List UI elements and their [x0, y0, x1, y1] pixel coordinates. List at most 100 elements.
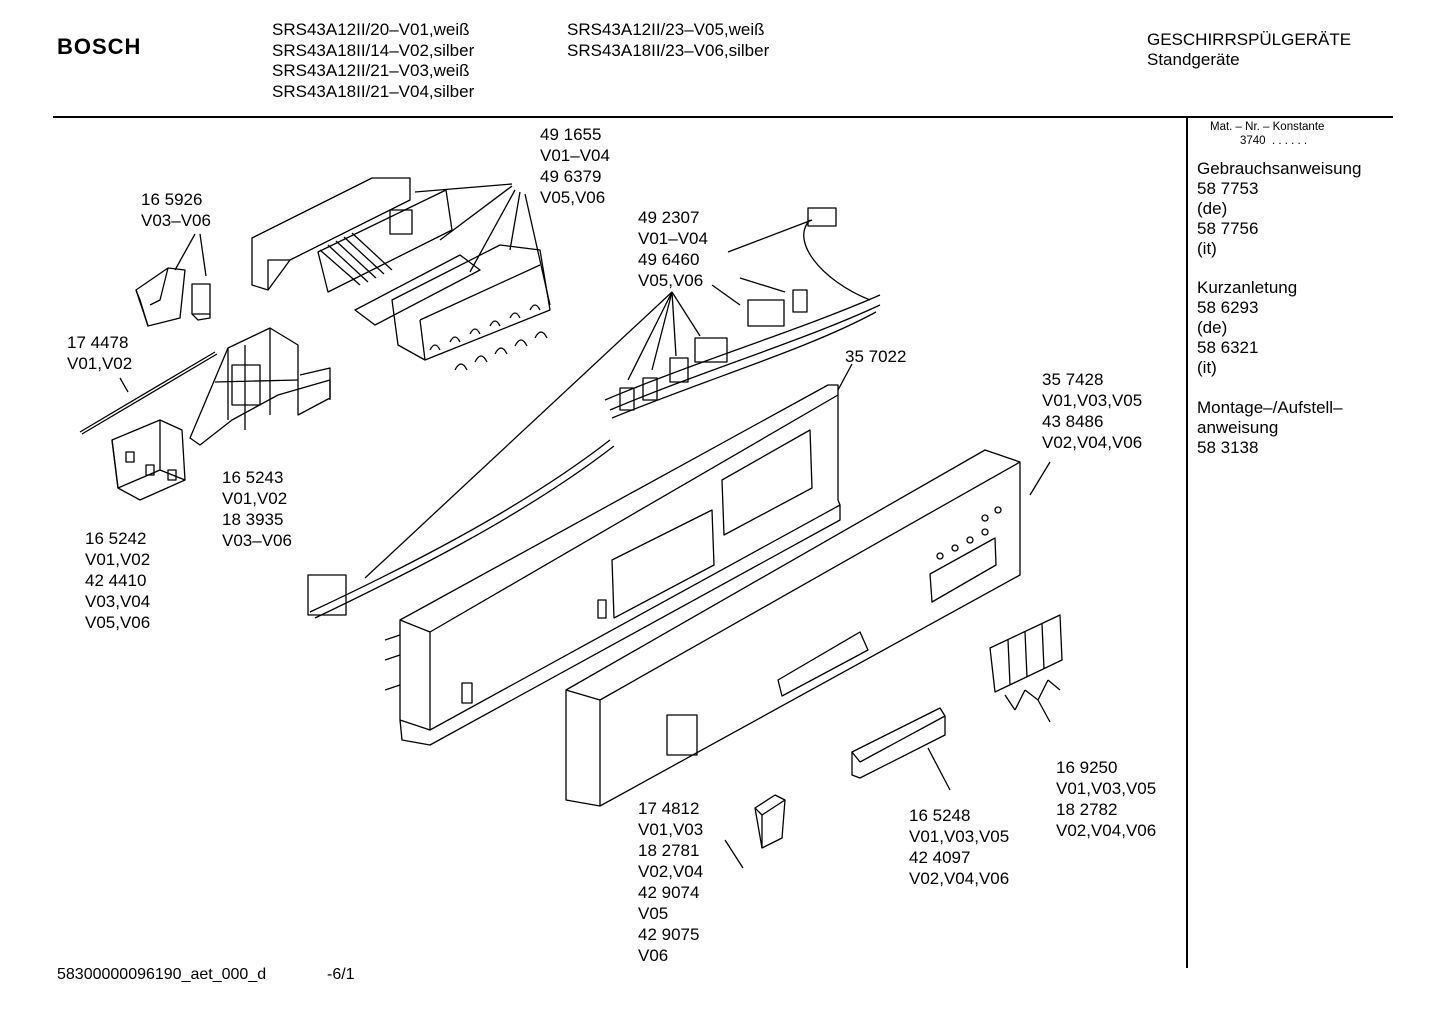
model-line: SRS43A12II/21–V03,weiß — [272, 61, 470, 80]
model-list-2: SRS43A12II/23–V05,weiß SRS43A18II/23–V06… — [567, 20, 769, 61]
label-line: 16 5242 — [85, 529, 147, 548]
label-line: V05,V06 — [638, 271, 704, 290]
doc-line: (it) — [1197, 358, 1217, 377]
part-357022 — [384, 384, 841, 746]
part-165248 — [851, 707, 946, 779]
part-165242 — [111, 419, 186, 501]
mat-label: Mat. – Nr. – Konstante — [1210, 121, 1325, 133]
label-174478: 17 4478 V01,V02 — [67, 332, 132, 374]
doc-line: 58 7753 — [1197, 179, 1259, 198]
label-line: 18 3935 — [222, 510, 284, 529]
model-line: SRS43A18II/21–V04,silber — [272, 81, 475, 101]
label-line: V01,V02 — [222, 489, 288, 508]
doc-title: Montage–/Aufstell– — [1197, 398, 1343, 417]
doc-line: (de) — [1197, 318, 1228, 337]
doc-line: anweisung — [1197, 418, 1279, 437]
label-169250: 16 9250 V01,V03,V05 18 2782 V02,V04,V06 — [1056, 757, 1156, 841]
doc-line: (it) — [1197, 239, 1217, 258]
label-line: 35 7022 — [845, 347, 907, 366]
label-line: 16 5243 — [222, 468, 284, 487]
footer-doc-id: 58300000096190_aet_000_d — [57, 966, 267, 983]
part-165243 — [189, 327, 331, 446]
part-165926 — [135, 267, 211, 327]
label-165242: 16 5242 V01,V02 42 4410 V03,V04 V05,V06 — [85, 528, 150, 633]
part-492307 — [307, 207, 881, 619]
part-174812 — [754, 794, 786, 849]
mat-value-row: 3740 . . . . . . — [1210, 134, 1324, 148]
doc-line: 58 7756 — [1197, 219, 1259, 238]
doc-gebrauchsanweisung: Gebrauchsanweisung 58 7753 (de) 58 7756 … — [1197, 159, 1361, 259]
label-line: 17 4812 — [638, 799, 700, 818]
label-165248: 16 5248 V01,V03,V05 42 4097 V02,V04,V06 — [909, 805, 1009, 889]
label-line: 16 5926 — [141, 190, 203, 209]
part-357428 — [565, 449, 1021, 807]
category-title: GESCHIRRSPÜLGERÄTE — [1147, 30, 1352, 49]
doc-line: 58 6293 — [1197, 298, 1259, 317]
model-line: SRS43A12II/23–V05,weiß — [567, 20, 765, 39]
doc-line: 58 6321 — [1197, 338, 1259, 357]
label-line: 16 5248 — [909, 806, 971, 825]
brand-logo: BOSCH — [57, 34, 142, 59]
label-line: 49 6379 — [540, 167, 602, 186]
mat-value: 3740 — [1240, 135, 1266, 147]
label-line: V02,V04 — [638, 862, 704, 881]
label-line: V01,V02 — [67, 354, 133, 373]
label-line: V01,V03,V05 — [1042, 391, 1143, 410]
model-line: SRS43A18II/23–V06,silber — [567, 40, 770, 60]
label-line: V03–V06 — [222, 531, 292, 550]
label-line: V01,V02 — [85, 550, 151, 569]
label-line: 16 9250 — [1056, 758, 1118, 777]
label-line: V01,V03,V05 — [1056, 779, 1157, 798]
doc-kurzanleitung: Kurzanletung 58 6293 (de) 58 6321 (it) — [1197, 278, 1297, 378]
model-line: SRS43A12II/20–V01,weiß — [272, 20, 470, 39]
label-line: V06 — [638, 946, 669, 965]
category-block: GESCHIRRSPÜLGERÄTE Standgeräte — [1147, 30, 1351, 70]
label-line: 18 2782 — [1056, 800, 1118, 819]
footer-page: -6/1 — [327, 966, 355, 983]
label-line: 17 4478 — [67, 333, 129, 352]
label-line: V02,V04,V06 — [1042, 433, 1143, 452]
label-line: 49 2307 — [638, 208, 700, 227]
label-line: 42 4097 — [909, 848, 971, 867]
label-line: V02,V04,V06 — [1056, 821, 1157, 840]
label-line: V01–V04 — [638, 229, 708, 248]
label-line: V02,V04,V06 — [909, 869, 1010, 888]
label-492307: 49 2307 V01–V04 49 6460 V05,V06 — [638, 207, 708, 291]
label-line: 49 6460 — [638, 250, 700, 269]
label-line: V03,V04 — [85, 592, 151, 611]
label-line: 42 9074 — [638, 883, 700, 902]
label-491655: 49 1655 V01–V04 49 6379 V05,V06 — [540, 124, 610, 208]
label-line: V05,V06 — [540, 188, 606, 207]
doc-title: Kurzanletung — [1197, 278, 1298, 297]
model-line: SRS43A18II/14–V02,silber — [272, 40, 475, 60]
header-divider — [53, 116, 1393, 118]
label-165926: 16 5926 V03–V06 — [141, 189, 211, 231]
label-357428: 35 7428 V01,V03,V05 43 8486 V02,V04,V06 — [1042, 369, 1142, 453]
doc-line: (de) — [1197, 199, 1228, 218]
cable-174478 — [79, 351, 218, 435]
label-line: V03–V06 — [141, 211, 211, 230]
doc-line: 58 3138 — [1197, 438, 1259, 457]
label-line: 42 9075 — [638, 925, 700, 944]
label-line: 49 1655 — [540, 125, 602, 144]
label-line: V05,V06 — [85, 613, 151, 632]
label-357022: 35 7022 — [845, 346, 906, 367]
label-line: 43 8486 — [1042, 412, 1104, 431]
part-169250 — [989, 614, 1063, 693]
doc-title: Gebrauchsanweisung — [1197, 159, 1362, 178]
mat-dots: . . . . . . — [1271, 135, 1308, 147]
label-line: V01–V04 — [540, 146, 610, 165]
mat-constant: Mat. – Nr. – Konstante 3740 . . . . . . — [1210, 120, 1324, 148]
label-line: 35 7428 — [1042, 370, 1104, 389]
sidebar-divider — [1186, 118, 1188, 968]
category-subtitle: Standgeräte — [1147, 50, 1240, 69]
label-line: 18 2781 — [638, 841, 700, 860]
label-line: 42 4410 — [85, 571, 147, 590]
label-165243: 16 5243 V01,V02 18 3935 V03–V06 — [222, 467, 292, 551]
doc-montage: Montage–/Aufstell– anweisung 58 3138 — [1197, 398, 1343, 458]
label-line: V01,V03 — [638, 820, 704, 839]
label-line: V01,V03,V05 — [909, 827, 1010, 846]
label-line: V05 — [638, 904, 669, 923]
label-174812: 17 4812 V01,V03 18 2781 V02,V04 42 9074 … — [638, 798, 703, 966]
